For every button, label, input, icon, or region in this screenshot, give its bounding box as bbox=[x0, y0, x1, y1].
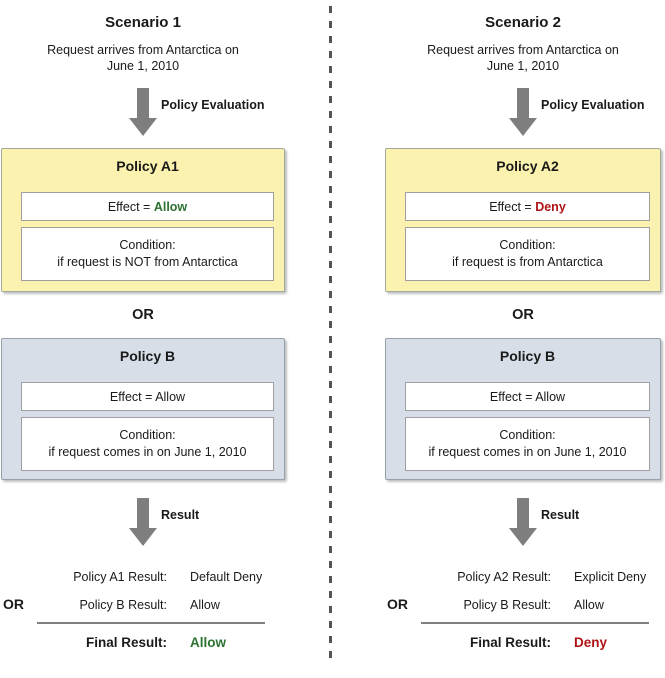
policy-b-result-value: Allow bbox=[190, 598, 220, 612]
result-arrow-block: Result bbox=[385, 498, 661, 546]
request-line-2: June 1, 2010 bbox=[486, 59, 560, 73]
policy-a-result-label: Policy A2 Result: bbox=[457, 570, 551, 584]
down-arrow-icon bbox=[129, 498, 157, 546]
policy-b-result-value: Allow bbox=[574, 598, 604, 612]
result-arrow-block: Result bbox=[1, 498, 285, 546]
scenario-1-column: Scenario 1 Request arrives from Antarcti… bbox=[1, 0, 285, 650]
policy-a2-condition-box: Condition: if request is from Antarctica bbox=[405, 227, 650, 281]
policy-b-condition-box: Condition: if request comes in on June 1… bbox=[405, 417, 650, 471]
policy-b-effect-box: Effect = Allow bbox=[405, 382, 650, 411]
policy-b-title: Policy B bbox=[499, 348, 556, 364]
scenario-2-column: Scenario 2 Request arrives from Antarcti… bbox=[385, 0, 661, 650]
condition-line-2: if request is from Antarctica bbox=[452, 255, 603, 269]
policy-a-result-value: Default Deny bbox=[190, 570, 263, 584]
policy-b-box: Policy B Effect = Allow Condition: if re… bbox=[385, 338, 661, 480]
arrow-head bbox=[509, 528, 537, 546]
final-result-value: Deny bbox=[574, 635, 608, 650]
result-label: Result bbox=[541, 508, 580, 522]
policy-a1-condition-box: Condition: if request is NOT from Antarc… bbox=[21, 227, 274, 281]
policy-evaluation-arrow-block: Policy Evaluation bbox=[385, 88, 661, 136]
policy-b-result-row: OR Policy B Result: Allow bbox=[387, 597, 651, 613]
policy-a-result-row: Policy A1 Result: Default Deny bbox=[37, 570, 267, 585]
policy-a1-box: Policy A1 Effect = Allow Condition: if r… bbox=[1, 148, 285, 292]
or-heading: OR bbox=[512, 307, 534, 323]
policy-b-title: Policy B bbox=[119, 348, 176, 364]
down-arrow-icon bbox=[509, 498, 537, 546]
policy-b-result-label: Policy B Result: bbox=[79, 598, 167, 612]
request-line-1: Request arrives from Antarctica on bbox=[47, 43, 239, 57]
final-result-row: Final Result: Deny bbox=[421, 635, 651, 650]
or-heading: OR bbox=[132, 307, 154, 323]
sum-line bbox=[421, 622, 649, 624]
condition-line-2: if request is NOT from Antarctica bbox=[57, 255, 238, 269]
condition-line-1: Condition: bbox=[119, 238, 176, 252]
policy-a1-title: Policy A1 bbox=[116, 158, 179, 174]
policy-a2-box: Policy A2 Effect = Deny Condition: if re… bbox=[385, 148, 661, 292]
or-operator: OR bbox=[387, 596, 408, 612]
policy-a2-effect-box: Effect = Deny bbox=[405, 192, 650, 221]
arrow-head bbox=[129, 118, 157, 136]
effect-prefix: Effect = bbox=[107, 199, 154, 214]
result-label: Result bbox=[161, 508, 200, 522]
condition-line-2: if request comes in on June 1, 2010 bbox=[48, 445, 247, 459]
policy-a2-title: Policy A2 bbox=[496, 158, 559, 174]
arrow-shaft bbox=[517, 88, 529, 118]
sum-line bbox=[37, 622, 265, 624]
scenario-divider-dashed-line bbox=[329, 6, 332, 666]
condition-line-2: if request comes in on June 1, 2010 bbox=[428, 445, 627, 459]
final-result-label: Final Result: bbox=[85, 635, 167, 650]
down-arrow-icon bbox=[509, 88, 537, 136]
effect-prefix: Effect = bbox=[489, 199, 536, 214]
policy-a-result-row: Policy A2 Result: Explicit Deny bbox=[421, 570, 651, 585]
condition-line-1: Condition: bbox=[119, 428, 176, 442]
or-operator: OR bbox=[3, 596, 24, 612]
arrow-shaft bbox=[137, 498, 149, 528]
final-result-row: Final Result: Allow bbox=[37, 635, 267, 650]
policy-b-effect-text: Effect = Allow bbox=[489, 389, 566, 404]
policy-b-condition-box: Condition: if request comes in on June 1… bbox=[21, 417, 274, 471]
policy-a1-effect-box: Effect = Allow bbox=[21, 192, 274, 221]
condition-line-1: Condition: bbox=[499, 428, 556, 442]
down-arrow-icon bbox=[129, 88, 157, 136]
results-summary: Policy A1 Result: Default Deny OR Policy… bbox=[3, 570, 267, 650]
scenario-title: Scenario 1 bbox=[105, 14, 181, 31]
arrow-head bbox=[129, 528, 157, 546]
request-line-2: June 1, 2010 bbox=[106, 59, 180, 73]
condition-line-1: Condition: bbox=[499, 238, 556, 252]
policy-a-result-label: Policy A1 Result: bbox=[73, 570, 167, 584]
final-result-value: Allow bbox=[190, 635, 226, 650]
policy-b-box: Policy B Effect = Allow Condition: if re… bbox=[1, 338, 285, 480]
arrow-shaft bbox=[137, 88, 149, 118]
policy-evaluation-label: Policy Evaluation bbox=[161, 98, 265, 112]
arrow-shaft bbox=[517, 498, 529, 528]
request-line-1: Request arrives from Antarctica on bbox=[427, 43, 619, 57]
policy-a-result-value: Explicit Deny bbox=[574, 570, 647, 584]
policy-a2-effect-text: Effect = Deny bbox=[406, 200, 649, 214]
request-description: Request arrives from Antarctica on June … bbox=[1, 42, 285, 74]
request-description: Request arrives from Antarctica on June … bbox=[385, 42, 661, 74]
policy-b-result-label: Policy B Result: bbox=[463, 598, 551, 612]
policy-b-result-row: OR Policy B Result: Allow bbox=[3, 597, 267, 613]
policy-b-effect-box: Effect = Allow bbox=[21, 382, 274, 411]
arrow-head bbox=[509, 118, 537, 136]
policy-evaluation-arrow-block: Policy Evaluation bbox=[1, 88, 285, 136]
scenario-title: Scenario 2 bbox=[485, 14, 561, 31]
effect-value: Deny bbox=[535, 199, 566, 214]
effect-value: Allow bbox=[153, 199, 188, 214]
policy-b-effect-text: Effect = Allow bbox=[109, 389, 186, 404]
policy-evaluation-label: Policy Evaluation bbox=[541, 98, 645, 112]
final-result-label: Final Result: bbox=[469, 635, 551, 650]
results-summary: Policy A2 Result: Explicit Deny OR Polic… bbox=[387, 570, 651, 650]
policy-a1-effect-text: Effect = Allow bbox=[22, 200, 273, 214]
